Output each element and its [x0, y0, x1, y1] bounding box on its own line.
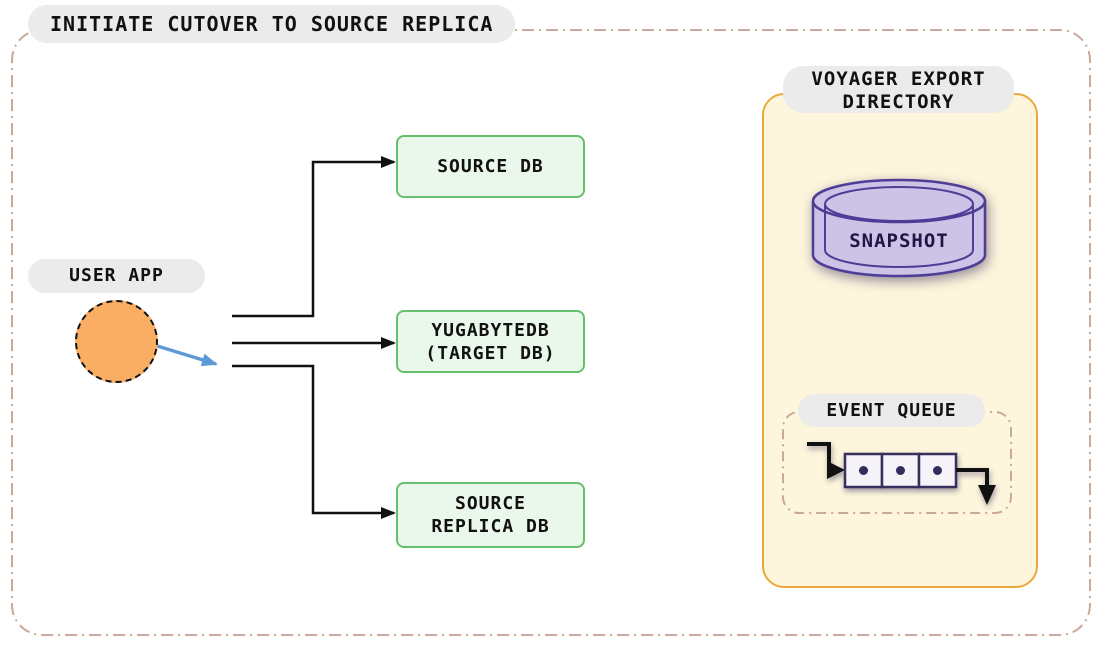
node-source-db: SOURCE DB: [396, 135, 585, 198]
database-cylinder-icon: [811, 178, 987, 278]
user-app-icon: [75, 300, 158, 383]
diagram-title: INITIATE CUTOVER TO SOURCE REPLICA: [28, 5, 516, 43]
voyager-export-directory-container: [762, 93, 1038, 588]
node-source-db-label: SOURCE DB: [437, 156, 544, 177]
user-app-label: USER APP: [28, 259, 205, 293]
node-source-replica-db: SOURCE REPLICA DB: [396, 482, 585, 548]
cutover-blue-arrow: [153, 343, 218, 367]
connector-user-to-replica-db: [232, 364, 396, 519]
voyager-label-line1: VOYAGER EXPORT: [811, 68, 986, 90]
node-target-db-label-line2: (TARGET DB): [425, 342, 556, 364]
node-source-replica-db-label-line2: REPLICA DB: [431, 516, 550, 537]
node-target-db: YUGABYTEDB (TARGET DB): [396, 310, 585, 373]
node-target-db-label-line1: YUGABYTEDB: [431, 319, 550, 341]
voyager-label-line2: DIRECTORY: [842, 91, 955, 113]
node-source-replica-db-label-line1: SOURCE: [454, 493, 527, 514]
voyager-export-directory-label: VOYAGER EXPORT DIRECTORY: [783, 66, 1014, 113]
event-queue-label: EVENT QUEUE: [798, 394, 985, 427]
connector-user-to-source-db: [232, 156, 396, 318]
snapshot-label: SNAPSHOT: [849, 230, 949, 252]
